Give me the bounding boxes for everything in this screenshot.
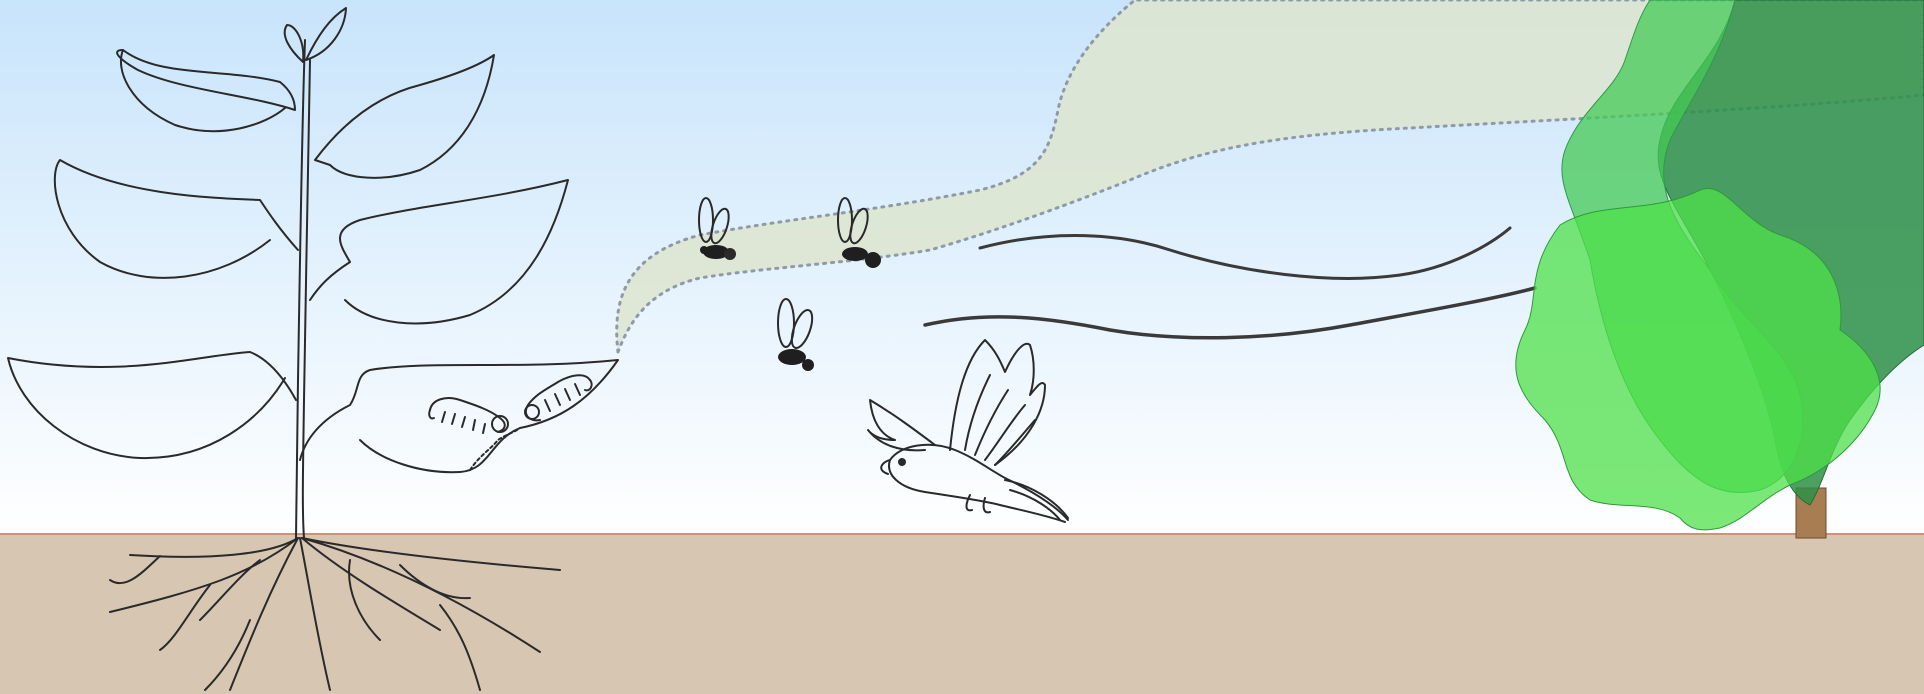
bird-eye [899,459,905,465]
